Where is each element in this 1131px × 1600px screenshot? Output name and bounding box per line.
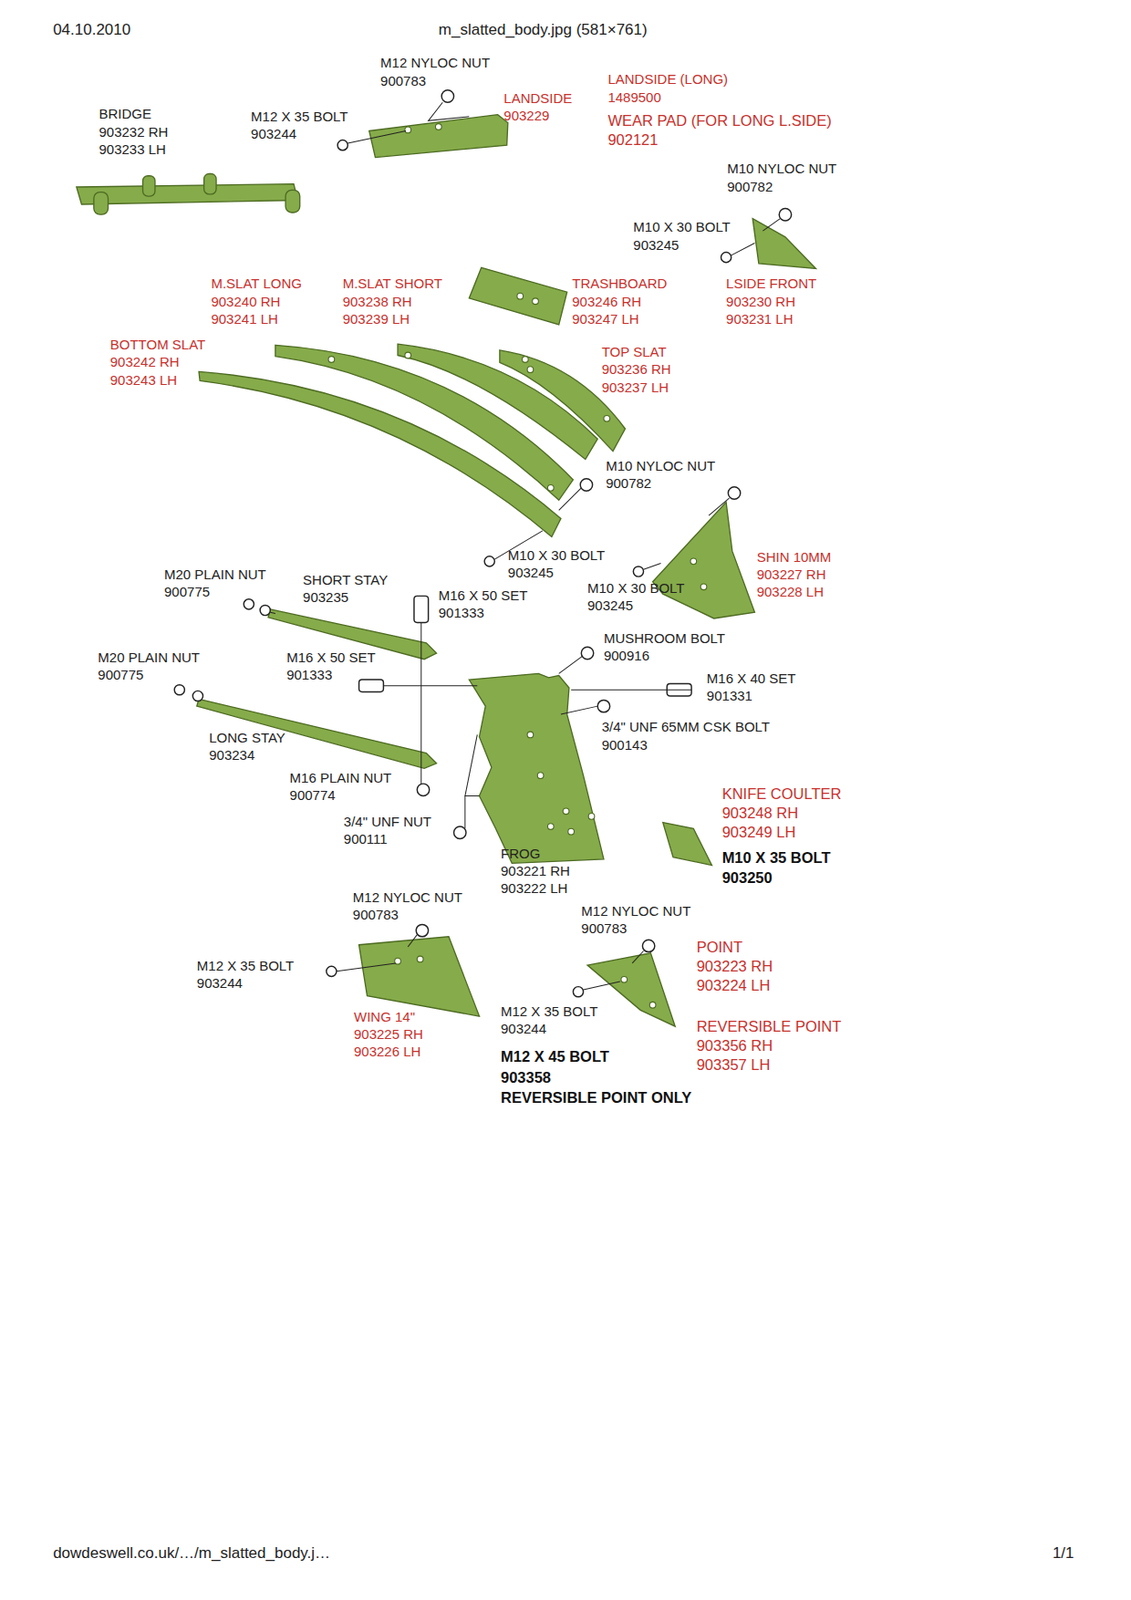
part-label: 900775 <box>97 667 144 684</box>
part-label: BRIDGE <box>98 106 152 123</box>
part-label: FROG <box>500 846 540 862</box>
part-label: WEAR PAD (FOR LONG L.SIDE) <box>607 112 831 129</box>
part-label: 903222 LH <box>500 881 568 897</box>
part-label: SHIN 10MM <box>757 549 832 566</box>
part-label: SHORT STAY <box>302 572 388 589</box>
part-label: 903225 RH <box>353 1027 424 1043</box>
part-label: MUSHROOM BOLT <box>603 631 726 647</box>
part-label: 903245 <box>587 598 633 614</box>
bolt-note: 903250 <box>722 869 773 886</box>
part-label: 903246 RH <box>571 294 642 311</box>
part-label: 903357 LH <box>696 1056 771 1073</box>
part-label: POINT <box>696 938 743 955</box>
part-label: 901333 <box>438 605 485 622</box>
part-label: LANDSIDE <box>503 91 572 107</box>
part-label: 903224 LH <box>696 976 771 994</box>
part-label: 903247 LH <box>571 311 639 328</box>
part-label: 3/4" UNF NUT <box>343 814 432 831</box>
part-label: M12 X 35 BOLT <box>197 958 294 975</box>
part-label: M.SLAT LONG <box>210 276 301 292</box>
part-label: 902121 <box>607 131 658 148</box>
part-label: TRASHBOARD <box>571 276 667 292</box>
part-label: REVERSIBLE POINT <box>696 1017 842 1035</box>
part-label: 903233 LH <box>98 142 166 158</box>
part-label: 903243 LH <box>110 373 177 389</box>
part-label: 903241 LH <box>210 311 278 328</box>
part-label: 903223 RH <box>696 957 773 975</box>
part-label: 903238 RH <box>342 294 413 311</box>
part-label: 903236 RH <box>601 362 672 378</box>
part-label: 1489500 <box>607 90 661 106</box>
page-header-text: m_slatted_body.jpg (581×761) <box>438 21 648 40</box>
part-label: 903234 <box>208 747 255 764</box>
part-label: KNIFE COULTER <box>722 785 842 802</box>
bolt-note: 903358 <box>500 1068 551 1086</box>
part-label: M10 X 30 BOLT <box>587 581 685 597</box>
part-label: LSIDE FRONT <box>726 276 817 292</box>
part-label: 900916 <box>603 648 650 665</box>
part-label: 903249 LH <box>722 823 797 841</box>
part-label: LANDSIDE (LONG) <box>607 72 728 88</box>
part-label: M12 X 35 BOLT <box>250 109 348 125</box>
part-label: M10 X 30 BOLT <box>632 219 730 236</box>
part-label: 903244 <box>250 126 297 143</box>
part-label: M10 NYLOC NUT <box>605 458 716 475</box>
part-label: 900783 <box>581 921 627 937</box>
page-header-text: dowdeswell.co.uk/…/m_slatted_body.j… <box>52 1545 331 1563</box>
part-label: TOP SLAT <box>601 344 667 361</box>
part-label: M20 PLAIN NUT <box>97 650 200 666</box>
part-label: M16 X 40 SET <box>706 671 797 687</box>
part-label: 903244 <box>500 1021 547 1038</box>
part-label: M12 NYLOC NUT <box>380 55 490 72</box>
page-header-text: 1/1 <box>1052 1545 1075 1563</box>
part-label: 903356 RH <box>696 1037 773 1054</box>
part-label: M12 NYLOC NUT <box>581 903 691 920</box>
part-label: 903232 RH <box>98 124 168 141</box>
part-label: 903229 <box>503 108 550 125</box>
bolt-note: M10 X 35 BOLT <box>722 849 831 866</box>
part-label: 900774 <box>290 788 336 804</box>
part-label: 900783 <box>352 907 399 924</box>
part-label: 903245 <box>632 238 679 254</box>
part-label: M10 NYLOC NUT <box>726 161 837 177</box>
part-label: 903235 <box>302 590 349 606</box>
bolt-note: M12 X 45 BOLT <box>500 1047 610 1065</box>
part-label: 903244 <box>197 975 243 992</box>
part-label: 903248 RH <box>722 804 799 821</box>
part-label: LONG STAY <box>208 730 286 747</box>
part-label: M12 NYLOC NUT <box>352 890 463 906</box>
part-label: 903228 LH <box>757 584 824 601</box>
part-label: M10 X 30 BOLT <box>508 548 605 564</box>
part-label: 901333 <box>286 667 333 684</box>
part-label: 903221 RH <box>500 863 571 880</box>
part-label: 903245 <box>508 565 554 582</box>
part-label: 903239 LH <box>342 311 410 328</box>
part-label: 900783 <box>380 73 426 90</box>
part-label: 903230 RH <box>726 294 796 311</box>
page-header-text: 04.10.2010 <box>52 21 131 40</box>
part-label: M12 X 35 BOLT <box>500 1004 598 1020</box>
part-label: 901331 <box>706 688 753 705</box>
part-label: 903231 LH <box>726 311 793 328</box>
part-label: 903227 RH <box>757 567 827 583</box>
bolt-note: REVERSIBLE POINT ONLY <box>500 1089 692 1106</box>
part-label: 903240 RH <box>210 294 281 311</box>
part-label: WING 14" <box>353 1009 416 1026</box>
part-label: 900143 <box>601 737 648 754</box>
part-label: 900775 <box>164 584 210 601</box>
part-label: 903226 LH <box>353 1044 421 1060</box>
part-label: 3/4" UNF 65MM CSK BOLT <box>601 719 770 736</box>
part-label: M.SLAT SHORT <box>342 276 443 292</box>
part-label: BOTTOM SLAT <box>110 337 206 353</box>
part-label: M20 PLAIN NUT <box>164 567 267 583</box>
part-label: 900782 <box>605 476 652 492</box>
part-label: 903242 RH <box>110 354 180 371</box>
part-label: 900782 <box>726 179 773 196</box>
part-label: M16 PLAIN NUT <box>290 770 393 787</box>
part-label: 900111 <box>343 831 388 848</box>
part-label: 903237 LH <box>601 380 669 396</box>
part-label: M16 X 50 SET <box>286 650 376 666</box>
part-label: M16 X 50 SET <box>438 588 529 604</box>
